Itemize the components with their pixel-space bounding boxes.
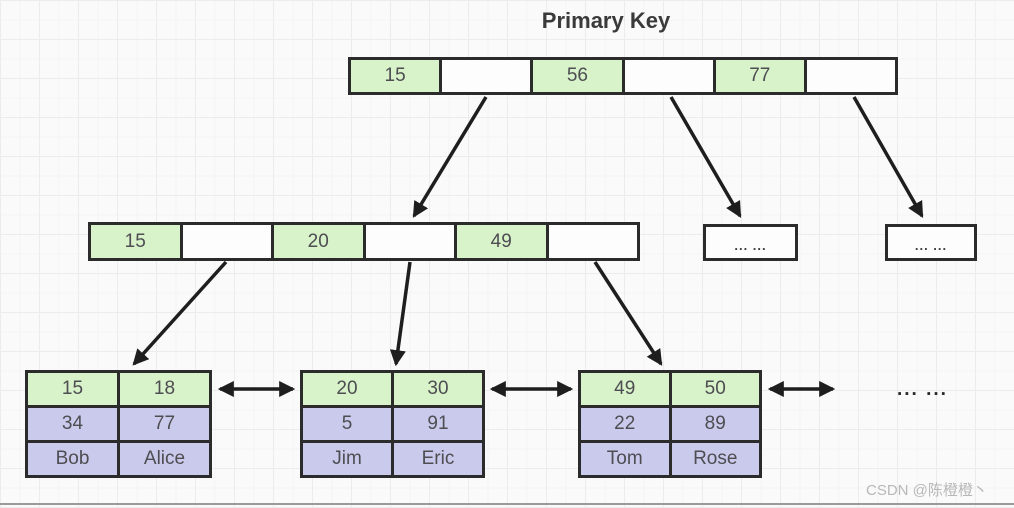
overflow-node-right: ... ... xyxy=(885,224,977,261)
root-pointer-cell xyxy=(442,60,531,92)
arrow-root-to-overflow-right xyxy=(852,96,924,218)
arrow-internal-to-leaf-3 xyxy=(593,261,663,366)
leaf-value-cell: 5 xyxy=(303,408,391,440)
leaf-node-2: 20 30 5 91 Jim Eric xyxy=(300,370,485,478)
bottom-border-line xyxy=(0,503,1014,505)
root-key-cell: 15 xyxy=(351,60,440,92)
leaf-value-cell: 91 xyxy=(394,408,482,440)
internal-node: 15 20 49 xyxy=(88,222,640,261)
leaf-node-1: 15 18 34 77 Bob Alice xyxy=(25,370,212,478)
leaf-name-cell: Bob xyxy=(28,443,117,475)
internal-pointer-cell xyxy=(365,225,454,258)
arrow-internal-to-leaf-2 xyxy=(389,261,412,367)
leaf-key-cell: 30 xyxy=(394,373,482,405)
root-node: 15 56 77 xyxy=(348,57,898,95)
arrow-root-to-overflow-left xyxy=(669,96,742,218)
arrow-root-to-internal xyxy=(412,96,488,218)
internal-key-cell: 15 xyxy=(91,225,180,258)
root-pointer-cell xyxy=(806,60,896,92)
leaf-key-cell: 49 xyxy=(581,373,669,405)
leaf-value-cell: 22 xyxy=(581,408,669,440)
internal-key-cell: 20 xyxy=(274,225,363,258)
root-key-cell: 77 xyxy=(715,60,804,92)
arrow-internal-to-leaf-1 xyxy=(132,260,228,366)
watermark: CSDN @陈橙橙丶 xyxy=(866,482,988,499)
internal-pointer-cell xyxy=(548,225,637,258)
leaf-key-cell: 15 xyxy=(28,373,117,405)
leaf-key-cell: 18 xyxy=(120,373,209,405)
leaf-name-cell: Jim xyxy=(303,443,391,475)
leaf-node-3: 49 50 22 89 Tom Rose xyxy=(578,370,762,478)
root-pointer-cell xyxy=(624,60,713,92)
leaf-name-cell: Tom xyxy=(581,443,669,475)
leaf-name-cell: Rose xyxy=(671,443,759,475)
internal-pointer-cell xyxy=(182,225,271,258)
internal-key-cell: 49 xyxy=(457,225,546,258)
root-key-cell: 56 xyxy=(533,60,622,92)
more-leaves-ellipsis: ... ... xyxy=(897,379,948,400)
leaf-key-cell: 50 xyxy=(671,373,759,405)
leaf-name-cell: Alice xyxy=(120,443,209,475)
diagram-title: Primary Key xyxy=(541,8,671,33)
leaf-value-cell: 77 xyxy=(120,408,209,440)
leaf-key-cell: 20 xyxy=(303,373,391,405)
leaf-value-cell: 89 xyxy=(671,408,759,440)
leaf-name-cell: Eric xyxy=(394,443,482,475)
leaf-value-cell: 34 xyxy=(28,408,117,440)
overflow-node-left: ... ... xyxy=(703,224,798,261)
